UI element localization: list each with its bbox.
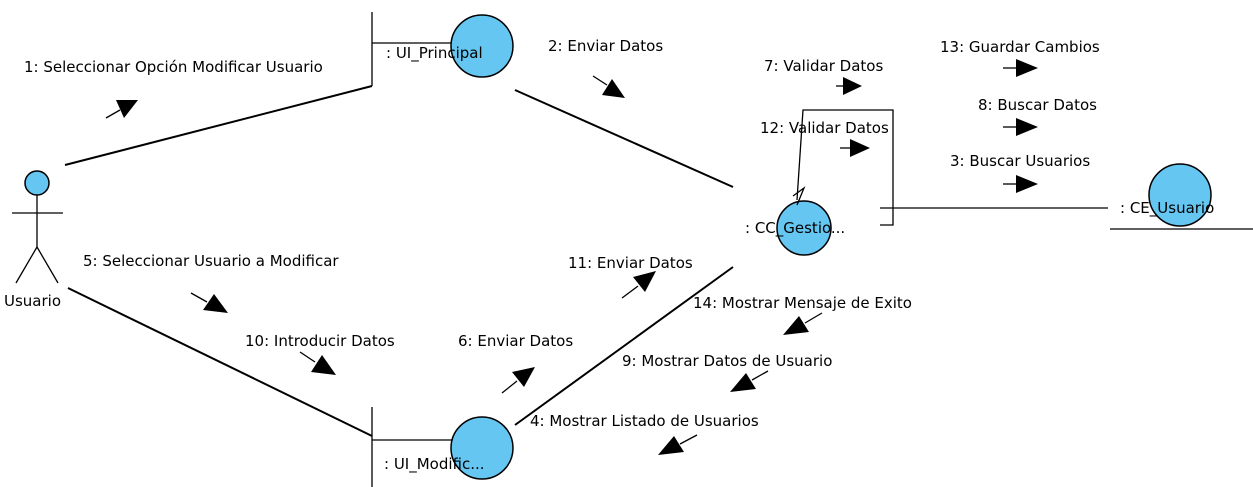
message-1-arrow [105, 100, 138, 119]
message-12-label: 12: Validar Datos [760, 119, 889, 137]
self-loop-cc-gestion [796, 109, 894, 226]
message-14-arrow [783, 312, 823, 335]
message-3-arrow [1003, 175, 1038, 193]
object-ui-modificar[interactable]: : UI_Modific... [371, 407, 514, 487]
object-ui-principal[interactable]: : UI_Principal [371, 12, 514, 86]
message-5-arrow [190, 292, 228, 313]
message-4-arrow [658, 434, 698, 455]
boundary-circle [450, 14, 514, 78]
message-9-label: 9: Mostrar Datos de Usuario [622, 352, 832, 370]
message-8-arrow [1003, 118, 1038, 136]
message-12-arrow [840, 139, 870, 157]
object-label: : UI_Modific... [384, 455, 485, 474]
message-6-arrow [501, 367, 535, 394]
message-13-arrow [1003, 59, 1038, 77]
object-label: : UI_Principal [386, 44, 483, 63]
message-7-arrow [836, 77, 862, 95]
object-ce-usuario[interactable]: : CE_Usuario [1110, 163, 1253, 230]
object-label: : CE_Usuario [1120, 199, 1214, 218]
message-14-label: 14: Mostrar Mensaje de Exito [693, 294, 912, 312]
message-2-label: 2: Enviar Datos [548, 37, 663, 55]
object-label: : CC_Gestio... [745, 219, 845, 238]
message-11-arrow [621, 271, 656, 299]
actor-leg-left [15, 246, 38, 284]
control-arrowhead [792, 186, 806, 206]
message-11-label: 11: Enviar Datos [568, 254, 693, 272]
actor-head [24, 170, 50, 196]
object-cc-gestion[interactable]: : CC_Gestio... [745, 186, 845, 256]
entity-circle [1148, 163, 1212, 227]
message-7-label: 7: Validar Datos [764, 57, 883, 75]
boundary-circle [450, 416, 514, 480]
message-5-label: 5: Seleccionar Usuario a Modificar [83, 252, 339, 270]
actor-leg-right [36, 246, 59, 284]
link-usuario-ui-modificar [67, 287, 373, 437]
message-9-arrow [730, 370, 769, 392]
message-8-label: 8: Buscar Datos [978, 96, 1097, 114]
message-4-label: 4: Mostrar Listado de Usuarios [530, 412, 759, 430]
message-3-label: 3: Buscar Usuarios [950, 152, 1090, 170]
message-2-arrow [592, 75, 625, 98]
actor-label: Usuario [4, 292, 61, 310]
actor-usuario[interactable]: Usuario [4, 170, 63, 310]
message-10-label: 10: Introducir Datos [245, 332, 395, 350]
link-usuario-ui-principal [64, 85, 373, 166]
message-1-label: 1: Seleccionar Opción Modificar Usuario [24, 58, 323, 76]
message-10-arrow [299, 351, 336, 375]
link-ui-principal-cc-gestion [514, 89, 734, 188]
link-ui-modificar-cc-gestion [514, 266, 734, 426]
message-6-label: 6: Enviar Datos [458, 332, 573, 350]
message-13-label: 13: Guardar Cambios [940, 38, 1100, 56]
control-circle [776, 200, 832, 256]
